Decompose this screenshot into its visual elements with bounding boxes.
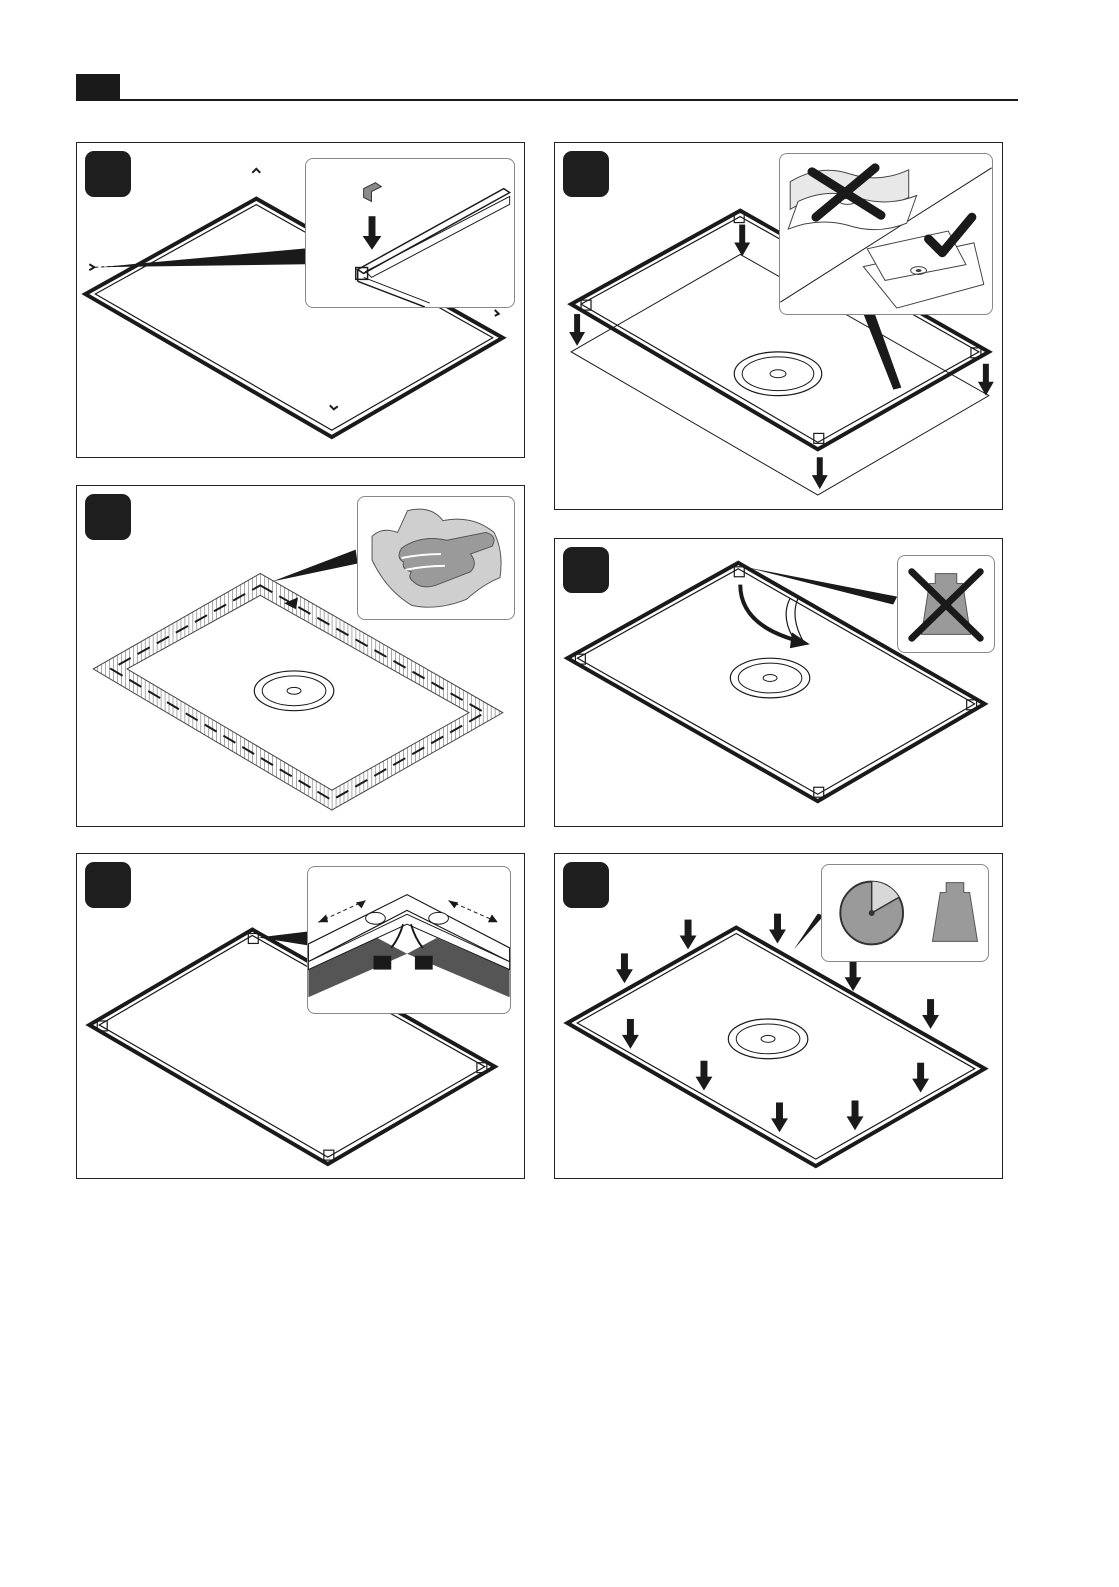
cleaning-cloth-hand-icon [358,497,514,619]
peel-arrow-icon [740,585,810,649]
step-1-panel [76,142,525,458]
no-weight-icon [898,556,994,652]
step-5-panel [76,853,525,1179]
corner-measure-icon [308,867,510,1013]
header-rule [76,99,1018,101]
frame-corner-connector-icon [306,159,514,307]
down-arrow-icon [369,216,376,238]
step-6-badge [563,862,609,908]
step-2-panel [554,142,1003,510]
weight-icon [932,883,977,942]
step-6-inset [821,864,989,962]
step-2-badge [563,151,609,197]
step-1-badge [85,151,131,197]
step-4-badge [563,547,609,593]
step-5-inset [307,866,511,1014]
step-2-inset [779,153,993,315]
step-3-inset [357,496,515,620]
step-6-panel [554,853,1003,1179]
step-5-badge [85,862,131,908]
clock-icon [840,882,903,945]
header-tab [76,74,120,100]
step-3-panel [76,485,525,827]
step-4-panel [554,538,1003,827]
step-3-badge [85,494,131,540]
step-1-inset [305,158,515,308]
step-4-inset [897,555,995,653]
